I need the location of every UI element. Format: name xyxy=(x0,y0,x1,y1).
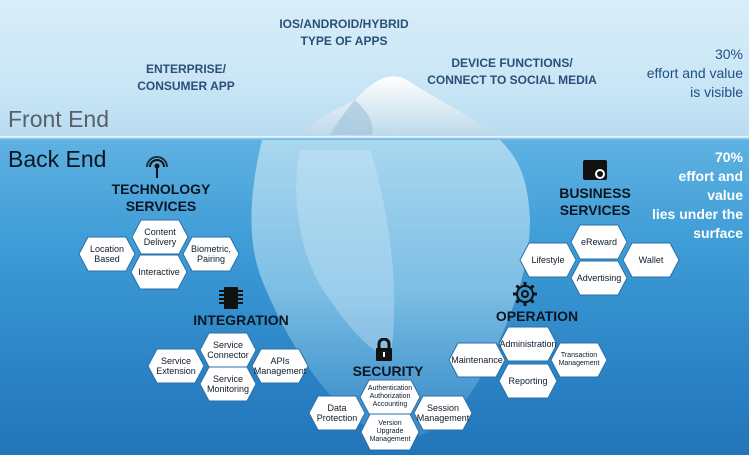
antenna-icon xyxy=(146,156,168,178)
hex-ereward: eReward xyxy=(570,224,628,260)
hex-session-management: Session Management xyxy=(413,395,473,431)
hex-maintenance: Maintenance xyxy=(448,342,506,378)
hex-wallet: Wallet xyxy=(622,242,680,278)
hex-data-protection: Data Protection xyxy=(308,395,366,431)
hex-authentication: Authentication Authorization Accounting xyxy=(359,379,421,415)
hex-content-delivery: Content Delivery xyxy=(131,219,189,255)
padlock-icon xyxy=(376,338,392,361)
chip-icon xyxy=(219,287,243,309)
integration-title: INTEGRATION xyxy=(193,312,289,328)
hex-lifestyle: Lifestyle xyxy=(519,242,577,278)
water-surface-line xyxy=(0,136,749,140)
hidden-percentage: 70% effort and value lies under the surf… xyxy=(651,149,743,241)
hex-service-extension: Service Extension xyxy=(147,348,205,384)
gear-icon xyxy=(513,282,537,306)
front-end-label: Front End xyxy=(8,106,109,132)
hex-administration: Administration xyxy=(498,326,558,362)
hex-biometric-pairing: Biometric, Pairing xyxy=(182,236,240,272)
platform-label: IOS/ANDROID/HYBRID TYPE OF APPS xyxy=(279,17,409,48)
hex-location-based: Location Based xyxy=(78,236,136,272)
technology-services-title: TECHNOLOGY SERVICES xyxy=(111,181,211,214)
business-folder-icon xyxy=(583,160,607,180)
hex-service-connector: Service Connector xyxy=(199,332,257,368)
hex-apis-management: APIs Management xyxy=(251,348,309,384)
hex-service-monitoring: Service Monitoring xyxy=(199,366,257,402)
visible-percentage: 30% effort and value is visible xyxy=(646,46,743,100)
device-functions-label: DEVICE FUNCTIONS/ CONNECT TO SOCIAL MEDI… xyxy=(427,56,597,87)
hex-version-upgrade: Version Upgrade Management xyxy=(360,413,420,451)
hex-advertising: Advertising xyxy=(570,260,628,296)
hex-reporting: Reporting xyxy=(498,363,558,399)
hex-interactive: Interactive xyxy=(130,254,188,290)
business-services-title: BUSINESS SERVICES xyxy=(559,185,631,218)
back-end-label: Back End xyxy=(8,146,107,172)
operation-title: OPERATION xyxy=(495,308,579,324)
enterprise-label: ENTERPRISE/ CONSUMER APP xyxy=(137,62,235,93)
security-title: SECURITY xyxy=(352,363,424,379)
hex-transaction-management: Transaction Management xyxy=(550,342,608,378)
